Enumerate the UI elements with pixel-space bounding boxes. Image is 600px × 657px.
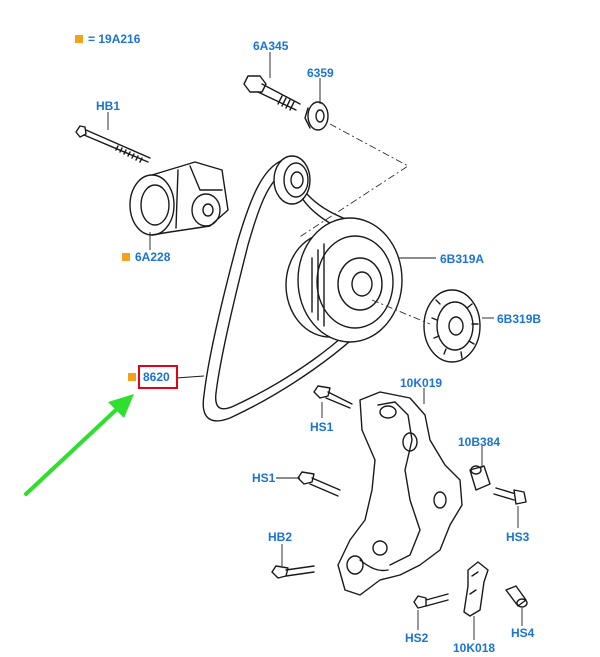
label-hb1[interactable]: HB1 bbox=[96, 99, 121, 113]
label-6a228[interactable]: 6A228 bbox=[135, 250, 171, 264]
label-hs2[interactable]: HS2 bbox=[405, 631, 429, 645]
pointer-arrow bbox=[24, 394, 134, 496]
bolt-hb2[interactable] bbox=[271, 565, 315, 579]
label-10k019[interactable]: 10K019 bbox=[400, 376, 443, 390]
bolt-hs3[interactable] bbox=[493, 487, 527, 505]
belt-tensioner[interactable] bbox=[129, 161, 229, 236]
label-10b384[interactable]: 10B384 bbox=[458, 435, 501, 449]
assembly-line-upper bbox=[297, 123, 409, 239]
assembly-line-lower bbox=[371, 299, 431, 325]
label-hs1-lower[interactable]: HS1 bbox=[252, 471, 276, 485]
label-6a345[interactable]: 6A345 bbox=[253, 39, 289, 53]
sleeve-hs4[interactable] bbox=[505, 585, 528, 608]
label-hs3[interactable]: HS3 bbox=[506, 530, 530, 544]
bolt-hs1-upper[interactable] bbox=[313, 385, 353, 409]
label-8620[interactable]: 8620 bbox=[143, 370, 170, 384]
bolt-hb1[interactable] bbox=[75, 125, 151, 163]
bracket-10k018[interactable] bbox=[463, 561, 489, 617]
pulley-disc[interactable] bbox=[423, 289, 481, 363]
label-6b319a[interactable]: 6B319A bbox=[440, 252, 485, 266]
drive-belt[interactable] bbox=[202, 159, 396, 422]
washer-6359[interactable] bbox=[304, 101, 329, 131]
bolt-hs1-lower[interactable] bbox=[297, 471, 341, 497]
idler-pulley[interactable] bbox=[273, 155, 311, 205]
label-hb2[interactable]: HB2 bbox=[268, 530, 293, 544]
highlight-box-8620 bbox=[138, 365, 178, 389]
bolt-6a345[interactable] bbox=[243, 75, 301, 111]
bolt-hs2[interactable] bbox=[413, 593, 449, 609]
crankshaft-pulley[interactable] bbox=[285, 217, 403, 343]
mounting-bracket[interactable] bbox=[337, 391, 463, 596]
bushing-10b384[interactable] bbox=[469, 465, 491, 491]
marker-8620-icon bbox=[128, 373, 136, 381]
legend-marker-icon bbox=[75, 35, 83, 43]
label-hs1-upper[interactable]: HS1 bbox=[310, 420, 334, 434]
marker-6a228-icon bbox=[122, 253, 130, 261]
label-10k018[interactable]: 10K018 bbox=[453, 641, 496, 655]
legend-text: = 19A216 bbox=[88, 32, 141, 46]
label-hs4[interactable]: HS4 bbox=[511, 626, 535, 640]
label-6359[interactable]: 6359 bbox=[307, 66, 334, 80]
label-6b319b[interactable]: 6B319B bbox=[497, 312, 542, 326]
